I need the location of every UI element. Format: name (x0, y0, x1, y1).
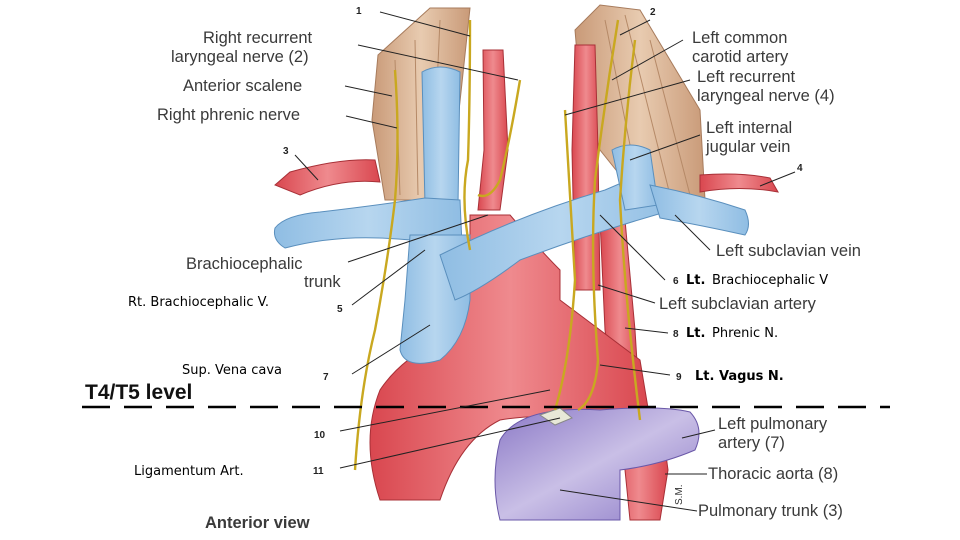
aortic-arch (369, 214, 651, 501)
anatomy-labels: Right recurrent laryngeal nerve (2) Ante… (85, 29, 861, 532)
label-brachiocephalic-trunk-1: Brachiocephalic (186, 255, 302, 273)
label-right-phrenic-nerve: Right phrenic nerve (157, 106, 300, 124)
added-label-lt-brachiocephalic-v: Brachiocephalic V (712, 273, 828, 288)
label-left-common-carotid-2: carotid artery (692, 48, 789, 66)
label-thoracic-aorta: Thoracic aorta (8) (708, 465, 838, 483)
right-common-carotid (477, 49, 509, 211)
label-left-common-carotid-1: Left common (692, 29, 787, 47)
added-label-lt-brachiocephalic-v-prefix: Lt. (686, 273, 705, 288)
left-recurrent-nerve (553, 109, 577, 411)
label-left-pulmonary-artery-2: artery (7) (718, 434, 785, 452)
label-right-recurrent-1: Right recurrent (203, 29, 313, 47)
left-subclavian-vein (649, 184, 749, 236)
number-6: 6 (673, 276, 679, 287)
label-brachiocephalic-trunk-2: trunk (304, 273, 341, 291)
added-labels: Rt. Brachiocephalic V. Sup. Vena cava Li… (128, 273, 828, 479)
right-recurrent-nerve (477, 79, 522, 198)
pulmonary-trunk (494, 407, 700, 521)
number-3: 3 (283, 146, 289, 157)
left-phrenic-nerve (618, 39, 642, 421)
number-9: 9 (676, 372, 682, 383)
number-markers: 1 2 3 4 5 6 7 8 9 10 11 (283, 6, 803, 477)
label-left-subclavian-vein: Left subclavian vein (716, 242, 861, 260)
label-left-recurrent-2: laryngeal nerve (4) (697, 87, 835, 105)
leader-lines (294, 11, 796, 512)
right-vagus-nerve (463, 19, 472, 251)
number-4: 4 (797, 163, 803, 174)
label-left-recurrent-1: Left recurrent (697, 68, 796, 86)
label-left-internal-jugular-1: Left internal (706, 119, 792, 137)
label-right-recurrent-2: laryngeal nerve (2) (171, 48, 309, 66)
label-sm: S.M. (674, 484, 685, 505)
left-vagus-nerve (577, 19, 620, 412)
number-2: 2 (650, 7, 656, 18)
ligamentum-arteriosum (538, 407, 573, 426)
label-pulmonary-trunk: Pulmonary trunk (3) (698, 502, 843, 520)
number-10: 10 (314, 430, 326, 441)
added-label-ligamentum-art: Ligamentum Art. (134, 464, 244, 479)
right-internal-jugular-vein (421, 66, 461, 206)
number-1: 1 (356, 6, 362, 17)
added-label-lt-phrenic-prefix: Lt. (686, 326, 705, 341)
label-left-subclavian-artery: Left subclavian artery (659, 295, 817, 313)
number-7: 7 (323, 372, 329, 383)
label-t4-t5-level: T4/T5 level (85, 381, 192, 404)
right-phrenic-nerve (353, 69, 399, 471)
added-label-sup-vena-cava: Sup. Vena cava (182, 363, 282, 378)
number-5: 5 (337, 304, 343, 315)
label-anterior-scalene: Anterior scalene (183, 77, 302, 95)
added-label-lt-phrenic: Phrenic N. (712, 326, 778, 341)
label-anterior-view: Anterior view (205, 514, 310, 532)
number-11: 11 (313, 466, 324, 477)
label-left-pulmonary-artery-1: Left pulmonary (718, 415, 828, 433)
number-8: 8 (673, 329, 679, 340)
nerves (353, 19, 642, 471)
added-label-rt-brachiocephalic-v: Rt. Brachiocephalic V. (128, 295, 269, 310)
left-subclavian-artery-end (699, 173, 779, 193)
label-left-internal-jugular-2: jugular vein (705, 138, 790, 156)
added-label-lt-vagus: Lt. Vagus N. (695, 369, 784, 384)
right-subclavian-artery (274, 159, 381, 196)
